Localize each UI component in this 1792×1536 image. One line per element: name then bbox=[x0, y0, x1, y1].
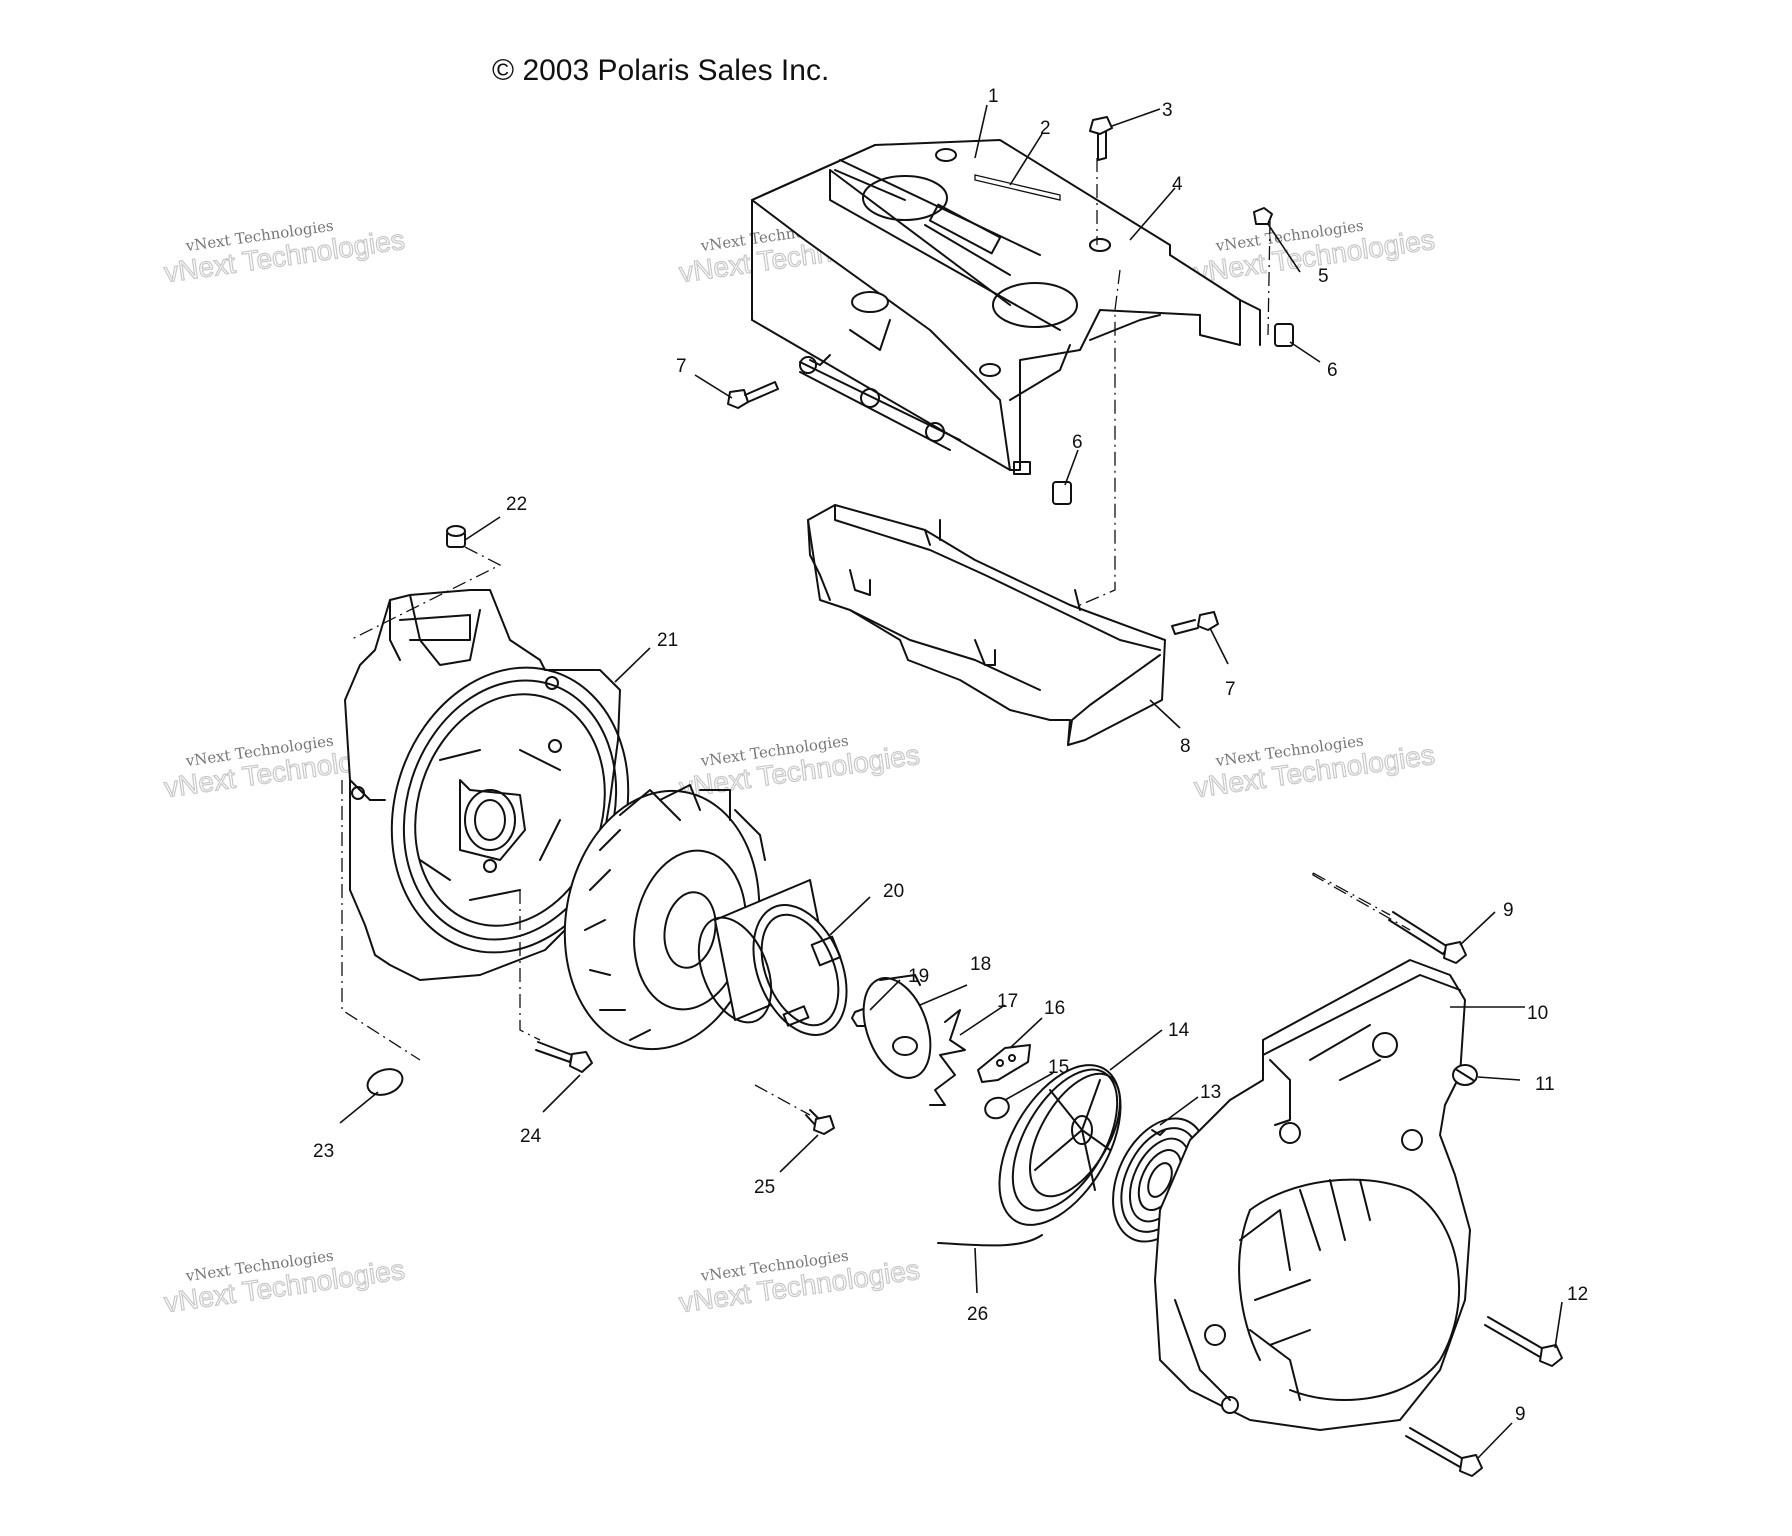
bolt-top bbox=[1089, 116, 1113, 161]
spring-clip bbox=[929, 1009, 966, 1106]
leader-lines bbox=[339, 104, 1563, 1459]
nut-small bbox=[1253, 207, 1273, 225]
callout-2: 2 bbox=[1040, 118, 1051, 139]
alignment-lines bbox=[341, 158, 1411, 1116]
callout-12: 12 bbox=[1567, 1284, 1588, 1305]
callout-15: 15 bbox=[1048, 1057, 1069, 1078]
callout-9b: 9 bbox=[1515, 1404, 1526, 1425]
bolt-flywheel bbox=[535, 1041, 593, 1073]
callout-13: 13 bbox=[1200, 1082, 1221, 1103]
retaining-ring bbox=[366, 1068, 404, 1096]
callout-23: 23 bbox=[313, 1141, 334, 1162]
air-duct bbox=[807, 504, 1166, 746]
top-shroud-cover bbox=[751, 139, 1261, 475]
callout-24: 24 bbox=[520, 1126, 542, 1147]
callout-5: 5 bbox=[1318, 266, 1329, 287]
callout-22: 22 bbox=[506, 494, 527, 515]
callout-26: 26 bbox=[967, 1304, 988, 1325]
callout-14: 14 bbox=[1168, 1020, 1190, 1041]
callout-20: 20 bbox=[883, 881, 904, 902]
callout-1: 1 bbox=[988, 86, 999, 107]
bolt-housing-bottom bbox=[1405, 1427, 1483, 1477]
pulley-plate bbox=[862, 974, 932, 1079]
bolt-left-cover bbox=[727, 381, 779, 409]
callout-labels: 1 2 3 4 5 6 6 7 7 8 9 9 10 11 12 13 14 1… bbox=[313, 86, 1588, 1425]
callout-11: 11 bbox=[1535, 1074, 1555, 1095]
callout-19: 19 bbox=[908, 966, 929, 987]
bolt-duct bbox=[1171, 611, 1219, 635]
bolt-cup bbox=[805, 1109, 835, 1135]
bolt-housing-top bbox=[1388, 911, 1467, 964]
starter-rope bbox=[937, 1234, 1043, 1247]
rubber-clip bbox=[1274, 323, 1294, 347]
bushing bbox=[446, 525, 466, 548]
rubber-clip bbox=[1052, 481, 1072, 505]
callout-16: 16 bbox=[1044, 998, 1065, 1019]
decal bbox=[974, 174, 1061, 201]
callout-9: 9 bbox=[1503, 900, 1514, 921]
bolt-side bbox=[1484, 1316, 1563, 1367]
pawl bbox=[977, 1044, 1031, 1083]
recoil-housing bbox=[1154, 959, 1471, 1431]
callout-10: 10 bbox=[1527, 1003, 1548, 1024]
callout-4: 4 bbox=[1172, 174, 1183, 195]
callout-6: 6 bbox=[1327, 360, 1338, 381]
callout-7b: 7 bbox=[1225, 679, 1236, 700]
rope-pulley bbox=[998, 1064, 1122, 1226]
grommet bbox=[1089, 238, 1111, 252]
callout-21: 21 bbox=[657, 630, 678, 651]
callout-8: 8 bbox=[1180, 736, 1191, 757]
callout-25: 25 bbox=[754, 1177, 775, 1198]
callout-3: 3 bbox=[1162, 100, 1173, 121]
callout-17: 17 bbox=[997, 991, 1018, 1012]
plug bbox=[1452, 1064, 1478, 1086]
spring-ring bbox=[984, 1096, 1010, 1120]
starter-cup bbox=[697, 879, 848, 1036]
callout-18: 18 bbox=[970, 954, 991, 975]
copyright-text: © 2003 Polaris Sales Inc. bbox=[492, 54, 830, 87]
callout-6b: 6 bbox=[1072, 432, 1083, 453]
callout-7: 7 bbox=[676, 356, 687, 377]
